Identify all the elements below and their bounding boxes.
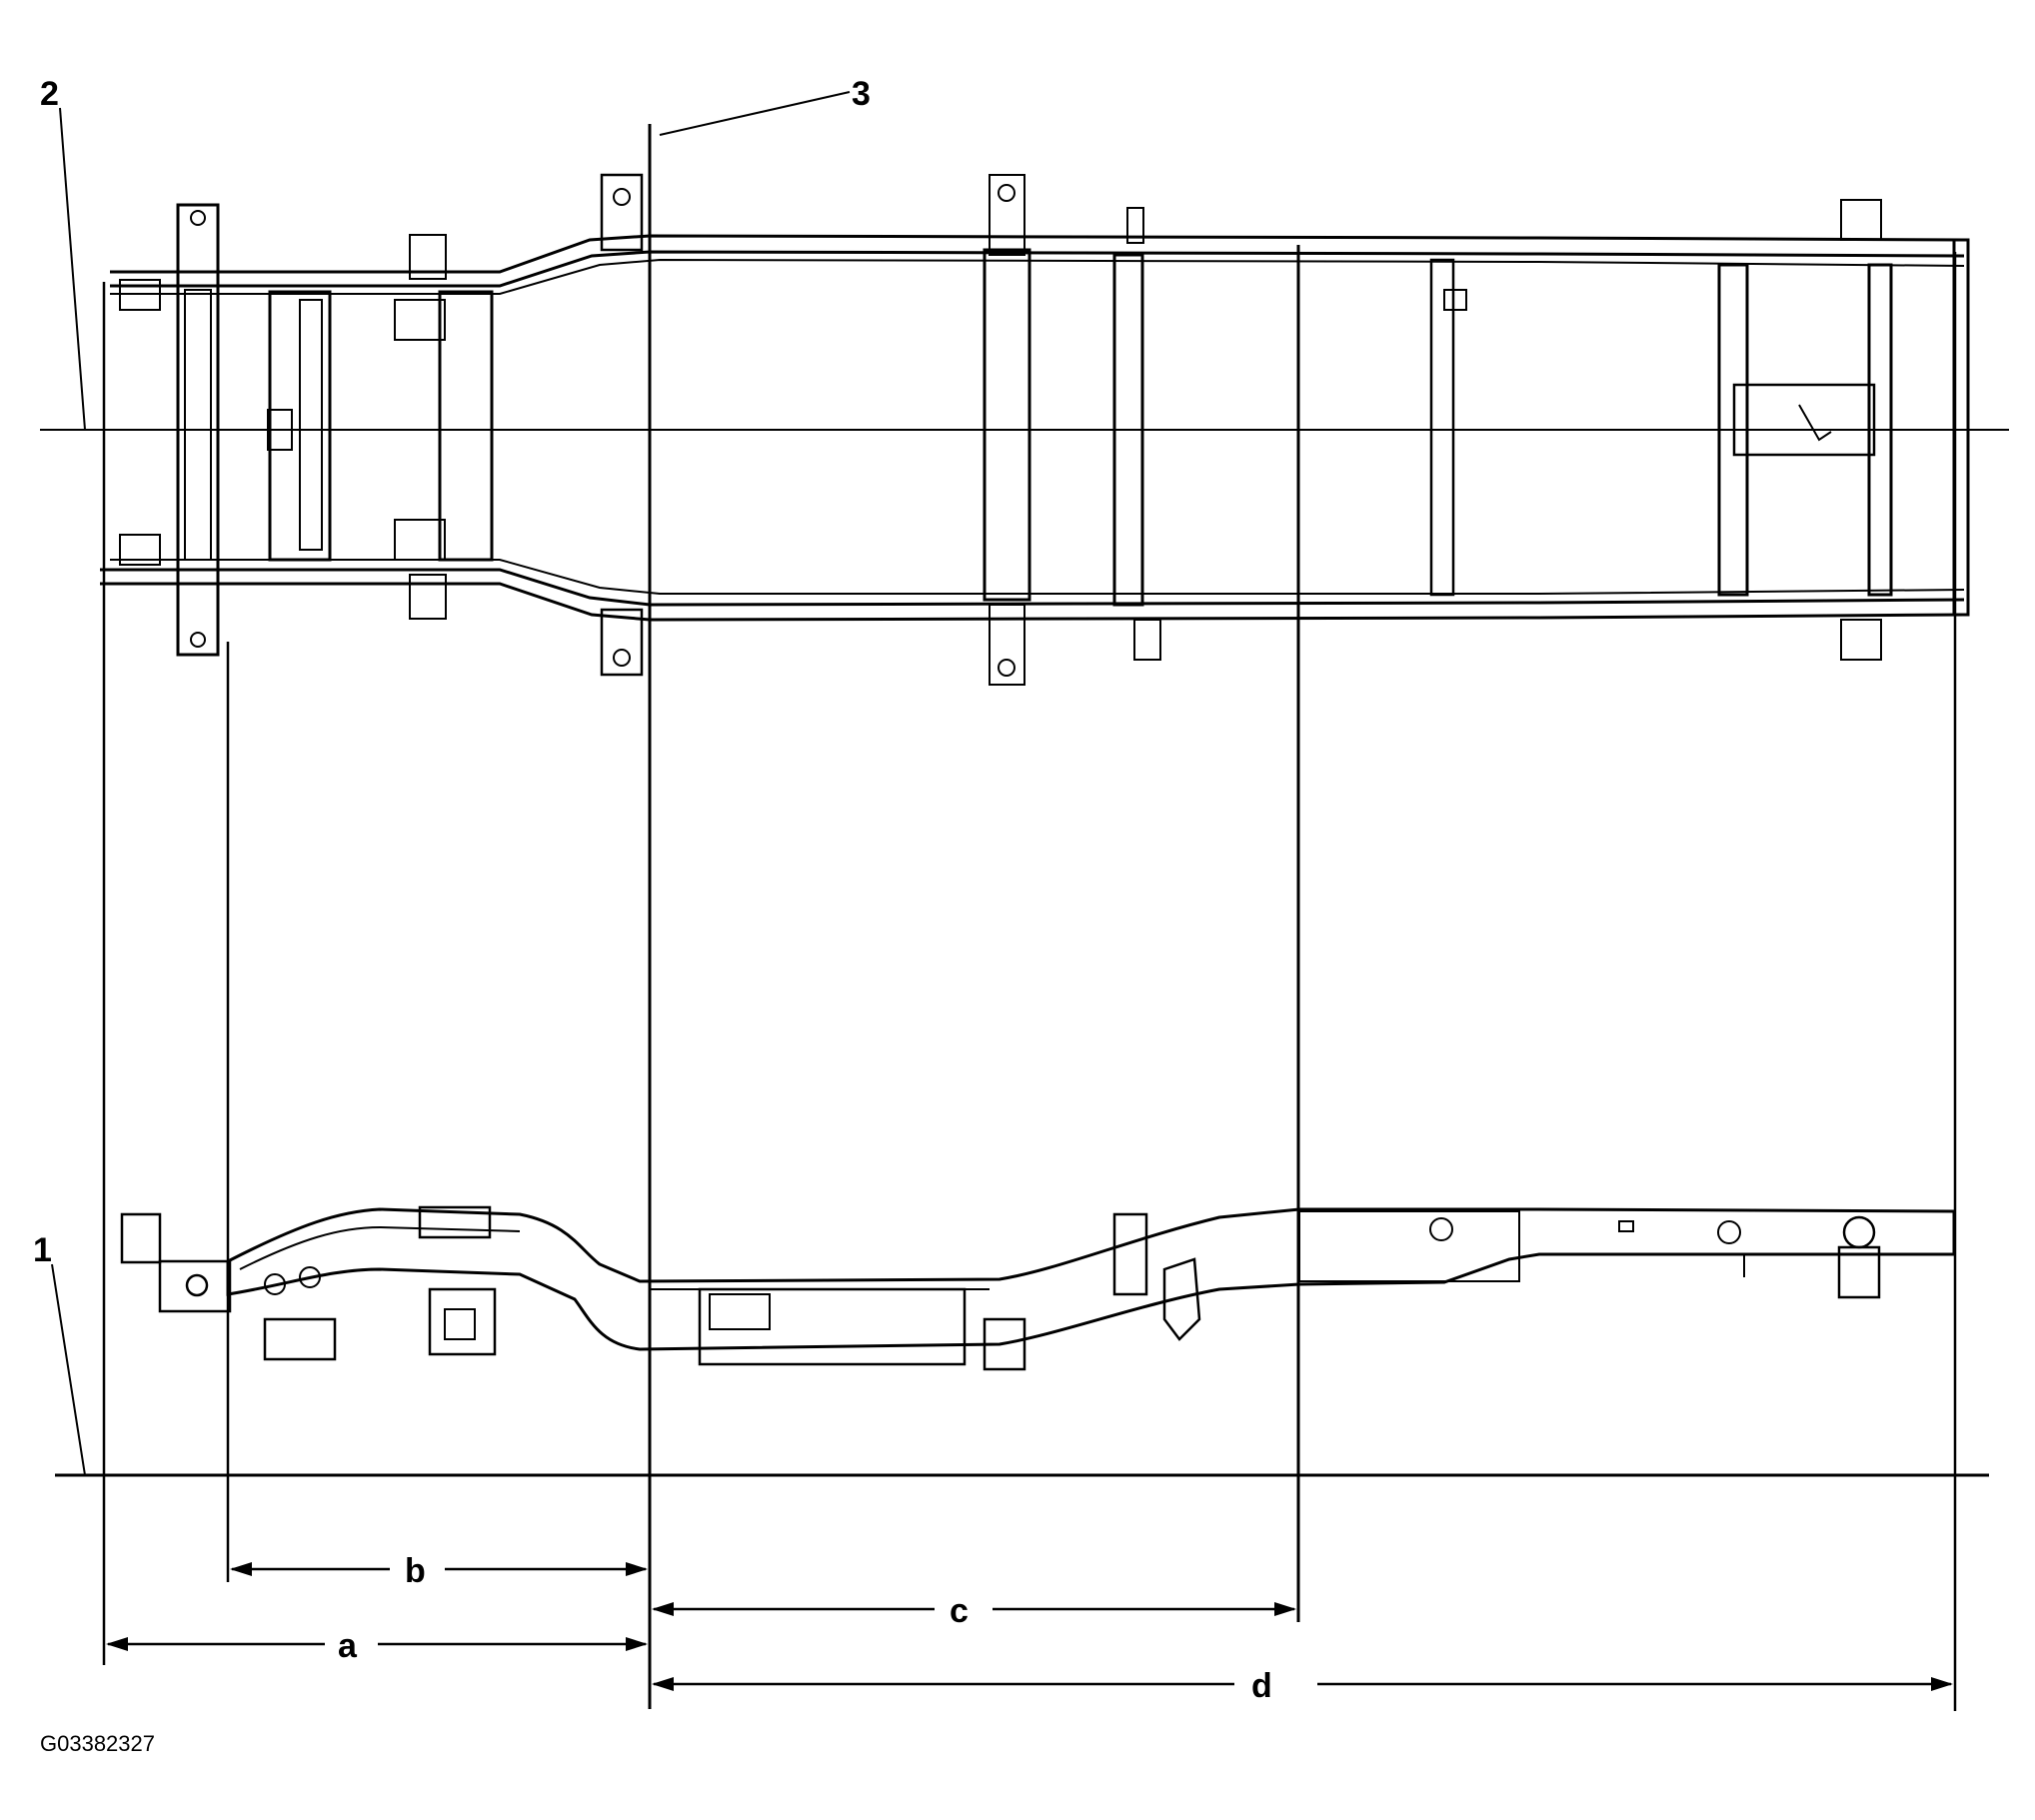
svg-text:c: c xyxy=(950,1592,969,1630)
svg-text:3: 3 xyxy=(852,75,871,113)
figure-code: G03382327 xyxy=(40,1731,155,1756)
svg-text:1: 1 xyxy=(33,1231,52,1269)
svg-text:a: a xyxy=(338,1627,358,1665)
callout-2: 2 xyxy=(40,75,86,431)
callout-1: 1 xyxy=(33,1231,86,1476)
dimension-d: d xyxy=(652,1667,1953,1705)
dimension-b: b xyxy=(230,1552,648,1590)
svg-text:2: 2 xyxy=(40,75,59,113)
frame-side-view xyxy=(120,1205,1956,1371)
dimension-a: a xyxy=(106,1627,648,1665)
svg-text:b: b xyxy=(405,1552,426,1590)
frame-plan-view xyxy=(100,173,1970,686)
callout-3: 3 xyxy=(659,75,871,136)
dimension-c: c xyxy=(652,1592,1296,1630)
svg-text:d: d xyxy=(1251,1667,1272,1705)
